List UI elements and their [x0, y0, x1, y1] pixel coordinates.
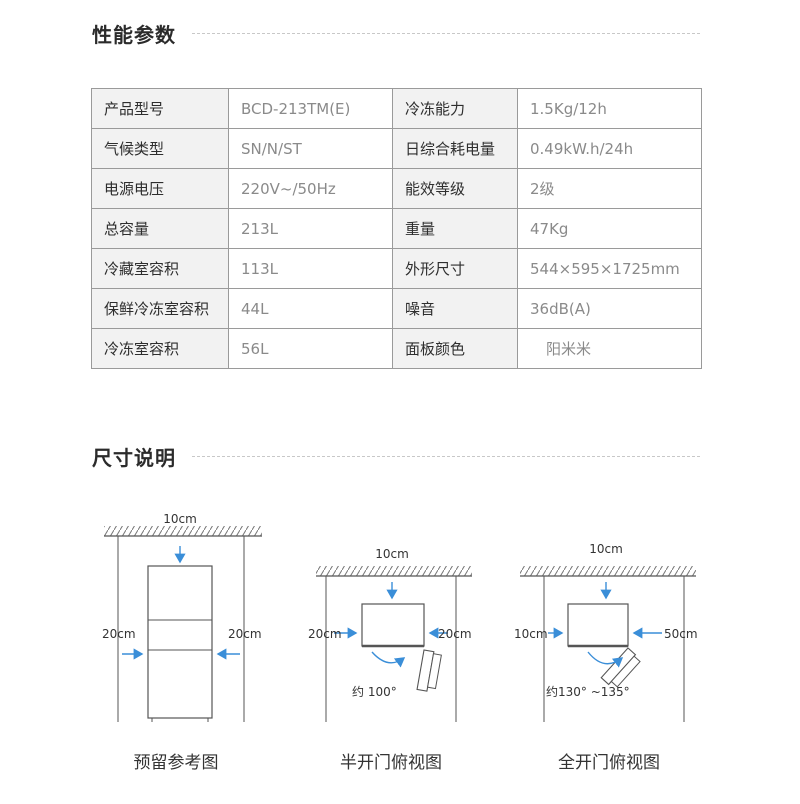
diagram-caption: 半开门俯视图: [340, 753, 442, 773]
full-open-top-view-diagram: 10cm 10cm 50cm 约130° ~135°: [514, 542, 698, 722]
gap-left-label: 10cm: [514, 627, 548, 641]
door-angle-label: 约 100°: [352, 684, 397, 699]
spec-label: 冷冻室容积: [91, 328, 229, 369]
ceiling-hatch: [104, 526, 262, 536]
table-row: 气候类型 SN/N/ST 日综合耗电量 0.49kW.h/24h: [91, 128, 702, 169]
spec-value: 2级: [517, 168, 702, 209]
spec-value: 544×595×1725mm: [517, 248, 702, 289]
specs-title: 性能参数: [92, 22, 176, 47]
spec-value: 0.49kW.h/24h: [517, 128, 702, 169]
section-divider: [192, 455, 700, 457]
gap-right-label: 50cm: [664, 627, 698, 641]
fridge-body: [147, 565, 213, 719]
gap-right-label: 20cm: [228, 627, 262, 641]
ceiling-hatch: [316, 566, 472, 576]
spec-label: 保鲜冷冻室容积: [91, 288, 229, 329]
gap-top-label: 10cm: [589, 542, 623, 556]
spec-value: 220V~/50Hz: [228, 168, 393, 209]
swing-arrow-icon: [371, 651, 406, 668]
dimensions-section-header: 尺寸说明: [92, 441, 700, 471]
fridge-top: [361, 603, 425, 647]
diagrams-canvas: 10cm 20cm 20cm 10cm 20cm 20cm 约 100°: [102, 512, 698, 722]
spec-value: 1.5Kg/12h: [517, 88, 702, 129]
spec-label: 能效等级: [392, 168, 518, 209]
spec-value: 56L: [228, 328, 393, 369]
spec-value: 113L: [228, 248, 393, 289]
gap-left-label: 20cm: [308, 627, 342, 641]
spec-label: 日综合耗电量: [392, 128, 518, 169]
spec-value: SN/N/ST: [228, 128, 393, 169]
spec-value: BCD-213TM(E): [228, 88, 393, 129]
half-open-top-view-diagram: 10cm 20cm 20cm 约 100°: [308, 547, 472, 722]
section-divider: [192, 32, 700, 34]
spec-label: 冷藏室容积: [91, 248, 229, 289]
gap-left-label: 20cm: [102, 627, 136, 641]
specs-section-header: 性能参数: [92, 18, 700, 48]
open-door: [600, 647, 641, 688]
spec-label: 产品型号: [91, 88, 229, 129]
dimensions-title: 尺寸说明: [92, 445, 176, 470]
spec-value: 213L: [228, 208, 393, 249]
open-door: [416, 649, 442, 692]
spec-value: 阳米米: [517, 328, 702, 369]
table-row: 保鲜冷冻室容积 44L 噪音 36dB(A): [91, 288, 702, 329]
front-view-diagram: 10cm 20cm 20cm: [102, 512, 262, 722]
spec-label: 面板颜色: [392, 328, 518, 369]
gap-top-label: 10cm: [163, 512, 197, 526]
spec-label: 总容量: [91, 208, 229, 249]
table-row: 总容量 213L 重量 47Kg: [91, 208, 702, 249]
gap-right-label: 20cm: [438, 627, 472, 641]
spec-label: 气候类型: [91, 128, 229, 169]
spec-value: 47Kg: [517, 208, 702, 249]
table-row: 冷藏室容积 113L 外形尺寸 544×595×1725mm: [91, 248, 702, 289]
spec-label: 重量: [392, 208, 518, 249]
spec-value: 36dB(A): [517, 288, 702, 329]
gap-top-label: 10cm: [375, 547, 409, 561]
swing-arrow-icon: [587, 651, 624, 668]
ceiling-hatch: [520, 566, 696, 576]
spec-value: 44L: [228, 288, 393, 329]
table-row: 电源电压 220V~/50Hz 能效等级 2级: [91, 168, 702, 209]
spec-label: 电源电压: [91, 168, 229, 209]
table-row: 产品型号 BCD-213TM(E) 冷冻能力 1.5Kg/12h: [91, 88, 702, 129]
diagram-caption: 全开门俯视图: [558, 753, 660, 773]
fridge-top: [567, 603, 629, 647]
table-row: 冷冻室容积 56L 面板颜色 阳米米: [91, 328, 702, 369]
spec-table: 产品型号 BCD-213TM(E) 冷冻能力 1.5Kg/12h 气候类型 SN…: [91, 88, 702, 369]
spec-label: 冷冻能力: [392, 88, 518, 129]
dimension-diagrams: 10cm 20cm 20cm 10cm 20cm 20cm 约 100°: [0, 490, 800, 800]
spec-label: 噪音: [392, 288, 518, 329]
door-angle-label: 约130° ~135°: [546, 684, 630, 699]
spec-label: 外形尺寸: [392, 248, 518, 289]
diagram-caption: 预留参考图: [133, 753, 219, 773]
